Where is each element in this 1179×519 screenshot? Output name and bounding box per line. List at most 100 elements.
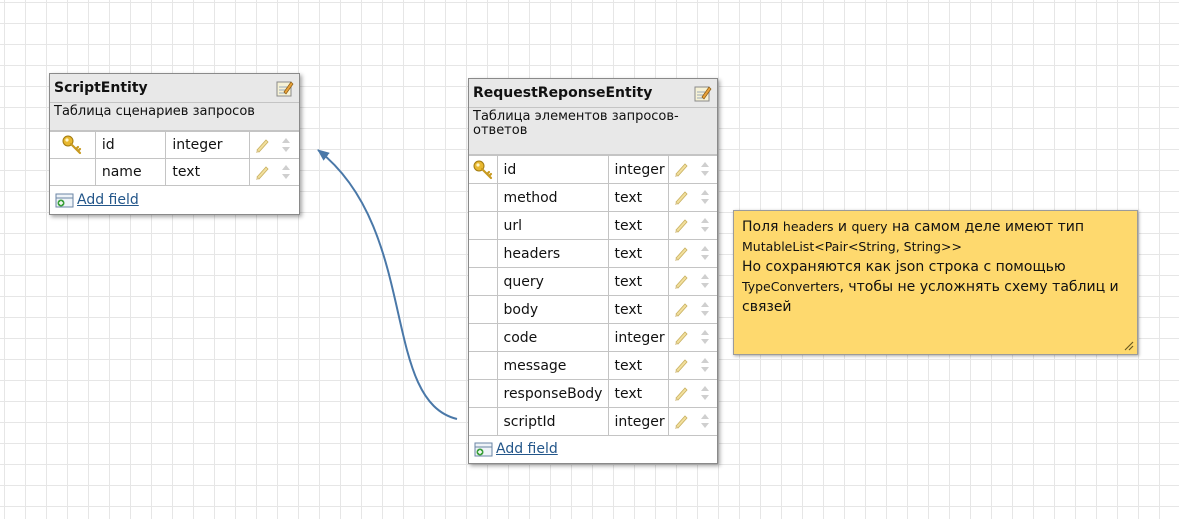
field-name[interactable]: scriptId bbox=[496, 407, 609, 436]
field-actions bbox=[667, 211, 717, 240]
field-name[interactable]: url bbox=[496, 211, 609, 240]
pencil-icon[interactable] bbox=[254, 164, 270, 180]
entity-title: ScriptEntity bbox=[54, 80, 148, 96]
resize-grip-icon[interactable] bbox=[1122, 339, 1134, 351]
pencil-icon[interactable] bbox=[673, 245, 689, 261]
field-type[interactable]: text bbox=[607, 239, 669, 268]
sticky-note[interactable]: Поля headers и query на самом деле имеют… bbox=[733, 210, 1138, 355]
field-actions bbox=[667, 407, 717, 436]
sort-arrows-icon[interactable] bbox=[700, 329, 710, 345]
field-type[interactable]: text bbox=[607, 351, 669, 380]
sort-arrows-icon[interactable] bbox=[700, 245, 710, 261]
field-actions bbox=[667, 267, 717, 296]
pencil-icon[interactable] bbox=[673, 329, 689, 345]
pencil-icon[interactable] bbox=[254, 137, 270, 153]
sort-arrows-icon[interactable] bbox=[700, 217, 710, 233]
sort-arrows-icon[interactable] bbox=[281, 137, 291, 153]
field-name[interactable]: code bbox=[496, 323, 609, 352]
script-entity-table[interactable]: ScriptEntity Таблица сценариев запросов … bbox=[49, 73, 300, 215]
entity-header[interactable]: RequestReponseEntity bbox=[469, 79, 717, 108]
pencil-icon[interactable] bbox=[673, 161, 689, 177]
sort-arrows-icon[interactable] bbox=[700, 385, 710, 401]
field-type[interactable]: text bbox=[607, 183, 669, 212]
entity-title: RequestReponseEntity bbox=[473, 85, 653, 101]
field-key-cell bbox=[469, 295, 498, 324]
field-name[interactable]: method bbox=[496, 183, 609, 212]
key-icon bbox=[473, 160, 492, 179]
pencil-icon[interactable] bbox=[673, 413, 689, 429]
field-actions bbox=[667, 239, 717, 268]
add-field-link[interactable]: Add field bbox=[496, 441, 558, 457]
add-field-link[interactable]: Add field bbox=[77, 192, 139, 208]
edit-note-icon[interactable] bbox=[694, 84, 712, 102]
field-type[interactable]: integer bbox=[607, 155, 669, 184]
field-key-cell bbox=[469, 323, 498, 352]
field-type[interactable]: text bbox=[607, 295, 669, 324]
edit-note-icon[interactable] bbox=[276, 79, 294, 97]
field-key-cell bbox=[469, 239, 498, 268]
field-key-cell bbox=[50, 131, 96, 159]
field-name[interactable]: query bbox=[496, 267, 609, 296]
field-type[interactable]: text bbox=[165, 158, 251, 186]
pencil-icon[interactable] bbox=[673, 189, 689, 205]
entity-description: Таблица элементов запросов-ответов bbox=[469, 108, 717, 155]
field-type[interactable]: text bbox=[607, 379, 669, 408]
entity-header[interactable]: ScriptEntity bbox=[50, 74, 299, 103]
field-name[interactable]: id bbox=[496, 155, 609, 184]
field-name[interactable]: id bbox=[94, 131, 167, 159]
note-line-4: TypeConverters, чтобы не усложнять схему… bbox=[742, 279, 1119, 295]
sort-arrows-icon[interactable] bbox=[700, 357, 710, 373]
sort-arrows-icon[interactable] bbox=[700, 273, 710, 289]
sort-arrows-icon[interactable] bbox=[700, 189, 710, 205]
field-actions bbox=[667, 295, 717, 324]
field-actions bbox=[249, 131, 299, 159]
note-line-2: MutableList<Pair<String, String>> bbox=[742, 239, 962, 254]
field-name[interactable]: headers bbox=[496, 239, 609, 268]
field-type[interactable]: integer bbox=[607, 323, 669, 352]
sort-arrows-icon[interactable] bbox=[700, 301, 710, 317]
field-type[interactable]: text bbox=[607, 211, 669, 240]
field-name[interactable]: message bbox=[496, 351, 609, 380]
field-actions bbox=[667, 379, 717, 408]
pencil-icon[interactable] bbox=[673, 385, 689, 401]
sort-arrows-icon[interactable] bbox=[700, 161, 710, 177]
note-line-1: Поля headers и query на самом деле имеют… bbox=[742, 219, 1085, 235]
sort-arrows-icon[interactable] bbox=[281, 164, 291, 180]
add-field-icon[interactable] bbox=[55, 193, 74, 208]
field-key-cell bbox=[469, 351, 498, 380]
field-type[interactable]: integer bbox=[165, 131, 251, 159]
field-name[interactable]: responseBody bbox=[496, 379, 609, 408]
field-type[interactable]: integer bbox=[607, 407, 669, 436]
field-key-cell bbox=[469, 407, 498, 436]
pencil-icon[interactable] bbox=[673, 301, 689, 317]
field-key-cell bbox=[469, 379, 498, 408]
request-reponse-entity-table[interactable]: RequestReponseEntity Таблица элементов з… bbox=[468, 78, 718, 464]
field-key-cell bbox=[469, 267, 498, 296]
pencil-icon[interactable] bbox=[673, 357, 689, 373]
sort-arrows-icon[interactable] bbox=[700, 413, 710, 429]
field-key-cell bbox=[469, 211, 498, 240]
field-type[interactable]: text bbox=[607, 267, 669, 296]
field-key-cell bbox=[469, 155, 498, 184]
key-icon bbox=[62, 135, 82, 155]
field-actions bbox=[667, 351, 717, 380]
field-name[interactable]: name bbox=[94, 158, 167, 186]
pencil-icon[interactable] bbox=[673, 273, 689, 289]
field-name[interactable]: body bbox=[496, 295, 609, 324]
pencil-icon[interactable] bbox=[673, 217, 689, 233]
add-field-icon[interactable] bbox=[474, 442, 493, 457]
